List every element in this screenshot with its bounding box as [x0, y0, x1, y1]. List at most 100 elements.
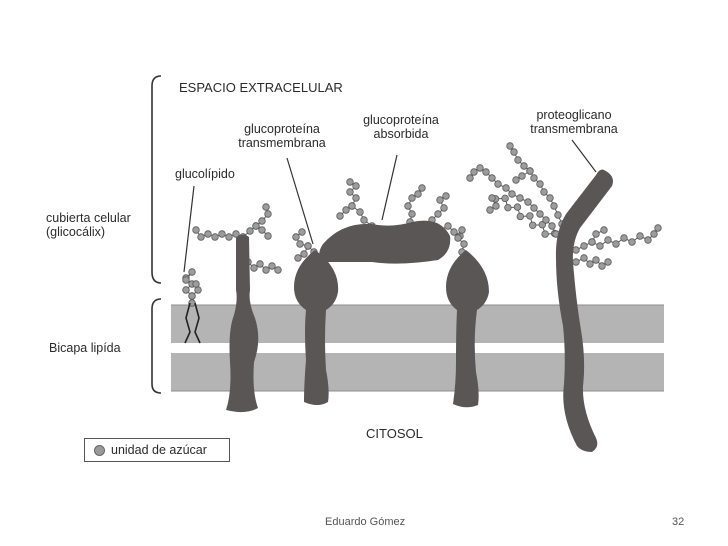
- sugar-unit: [513, 203, 522, 211]
- legend-label: unidad de azúcar: [111, 443, 207, 457]
- lipid-bilayer-label: Bicapa lipída: [49, 341, 121, 355]
- sugar-unit: [508, 190, 516, 198]
- sugar-unit: [264, 232, 272, 240]
- sugar-unit: [546, 194, 554, 202]
- sugar-unit: [604, 236, 612, 244]
- sugar-unit: [504, 203, 512, 212]
- sugar-unit: [256, 260, 264, 268]
- sugar-unit: [494, 180, 502, 188]
- sugar-unit: [418, 184, 426, 192]
- sugar-unit: [486, 206, 494, 214]
- sugar-unit: [232, 230, 240, 238]
- sugar-unit: [250, 264, 258, 272]
- proteoglycan-label-line2: transmembrana: [530, 122, 618, 136]
- sugar-unit: [628, 238, 636, 246]
- sugar-unit: [252, 222, 260, 230]
- cell-coat-label: cubierta celular (glicocálix): [46, 211, 131, 239]
- sugar-unit: [436, 196, 444, 204]
- sugar-unit: [182, 286, 190, 294]
- sugar-unit: [258, 217, 266, 225]
- sugar-chain-link: [457, 229, 465, 253]
- sugar-unit: [434, 210, 442, 218]
- sugar-unit: [530, 204, 538, 212]
- transmembrane-protein-rod: [226, 234, 259, 413]
- cell-coat-label-line2: (glicocálix): [46, 225, 106, 239]
- sugar-unit: [336, 212, 344, 220]
- sugar-unit: [192, 280, 200, 288]
- sugar-unit: [572, 246, 580, 254]
- sugar-unit: [192, 226, 200, 234]
- sugar-unit: [197, 233, 205, 241]
- sugar-unit: [414, 190, 422, 198]
- absorbed-glycoprotein-label-line2: absorbida: [373, 127, 429, 141]
- sugar-unit: [262, 203, 270, 211]
- sugar-unit: [188, 268, 196, 276]
- pointer-proteoglycan: [571, 139, 597, 173]
- sugar-unit: [592, 230, 600, 238]
- absorbed-glycoprotein-label: glucoproteína absorbida: [346, 113, 456, 141]
- sugar-unit: [520, 162, 528, 170]
- sugar-unit: [348, 202, 356, 210]
- sugar-unit: [352, 182, 360, 190]
- sugar-unit: [612, 240, 620, 248]
- pointer-absorbed-glycoprotein: [381, 154, 398, 221]
- sugar-unit: [360, 216, 368, 224]
- cell-coat-label-line1: cubierta celular: [46, 211, 131, 225]
- sugar-unit: [492, 202, 500, 210]
- sugar-unit: [620, 234, 628, 242]
- extracellular-space-label: ESPACIO EXTRACELULAR: [179, 80, 343, 95]
- sugar-unit: [530, 174, 538, 182]
- sugar-unit: [194, 286, 202, 294]
- sugar-unit: [404, 202, 412, 210]
- sugar-unit: [352, 194, 360, 202]
- sugar-unit: [502, 184, 510, 192]
- sugar-unit: [304, 242, 312, 250]
- sugar-unit: [408, 194, 416, 202]
- sugar-unit: [514, 156, 522, 164]
- footer-author: Eduardo Gómez: [325, 516, 406, 528]
- sugar-unit: [604, 258, 612, 266]
- legend: unidad de azúcar: [84, 438, 230, 462]
- absorbed-glycoprotein: [319, 220, 451, 264]
- sugar-unit: [274, 266, 282, 274]
- sugar-unit: [246, 227, 254, 235]
- sugar-unit: [516, 212, 525, 221]
- sugar-unit: [466, 174, 474, 182]
- sugar-unit: [460, 240, 468, 248]
- sugar-unit: [636, 232, 644, 240]
- transmembrane-glycoprotein-2: [446, 250, 489, 408]
- tm-glycoprotein-label-line2: transmembrana: [238, 136, 326, 150]
- sugar-unit: [580, 254, 588, 262]
- sugar-unit: [225, 233, 233, 241]
- sugar-unit: [258, 226, 266, 234]
- sugar-unit: [654, 224, 662, 232]
- proteoglycan-label-line1: proteoglicano: [536, 108, 612, 122]
- sugar-unit: [211, 233, 219, 241]
- sugar-unit: [204, 230, 212, 238]
- sugar-unit: [596, 242, 604, 250]
- sugar-unit: [188, 292, 196, 300]
- sugar-unit: [342, 206, 350, 214]
- proteoglycan-label: proteoglicano transmembrana: [516, 108, 632, 136]
- transmembrane-proteoglycan: [555, 169, 613, 453]
- cell-coat-bracket: [151, 75, 162, 284]
- sugar-unit: [442, 192, 450, 200]
- sugar-unit: [476, 164, 484, 172]
- sugar-unit: [488, 194, 496, 202]
- bilayer-bracket: [151, 298, 162, 394]
- sugar-unit: [501, 194, 509, 203]
- sugar-unit: [592, 256, 600, 264]
- sugar-unit: [540, 188, 548, 196]
- sugar-unit: [580, 242, 588, 250]
- sugar-unit: [300, 250, 308, 258]
- sugar-unit: [440, 204, 448, 212]
- sugar-unit: [650, 230, 658, 238]
- sugar-unit: [598, 262, 606, 270]
- sugar-unit: [356, 208, 364, 216]
- sugar-unit: [529, 221, 537, 229]
- sugar-unit: [408, 210, 416, 218]
- cytosol-label: CITOSOL: [366, 426, 423, 441]
- sugar-unit: [506, 142, 514, 150]
